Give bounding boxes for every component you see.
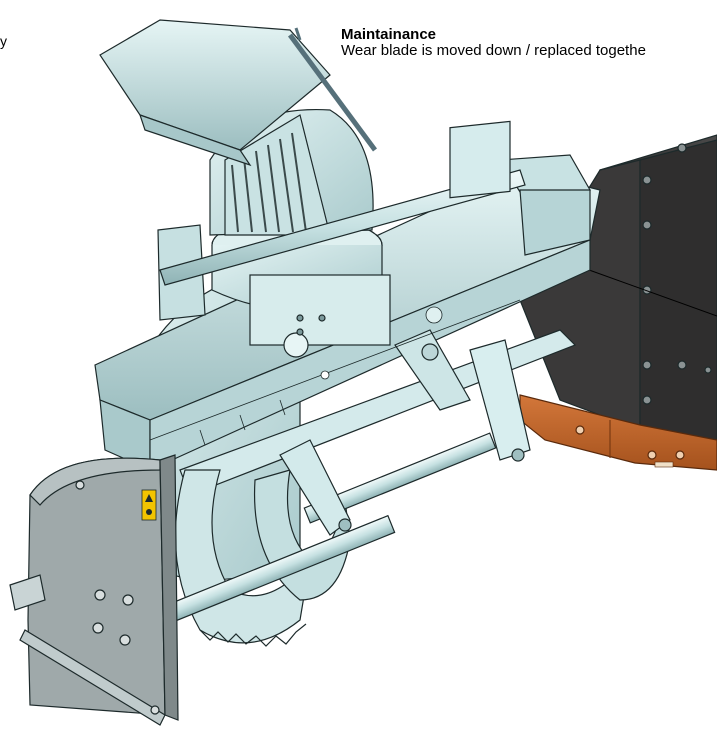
maintenance-caption: Maintainance Wear blade is moved down / … [341, 27, 717, 59]
auger [164, 432, 497, 647]
discharge-chute [99, 19, 378, 236]
caption-body: Wear blade is moved down / replaced toge… [341, 42, 646, 59]
hitch-assembly [279, 329, 531, 536]
moldboard [519, 134, 717, 441]
left-end-plate [9, 454, 179, 726]
top-shaft [159, 120, 526, 286]
caption-title: Maintainance [341, 27, 437, 43]
warning-label-icon [141, 489, 157, 521]
edge-text-fragment: y [0, 33, 7, 49]
beam-details [149, 299, 521, 446]
